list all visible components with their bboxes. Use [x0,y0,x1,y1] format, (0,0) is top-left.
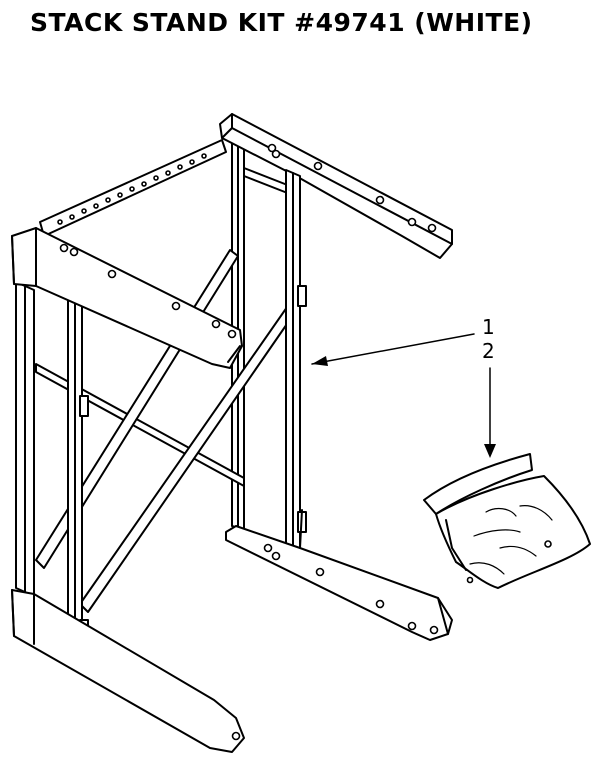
hardware-bag [423,453,591,589]
lower-right-foot [225,509,453,641]
diagram-title: STACK STAND KIT #49741 (WHITE) [30,8,533,37]
upper-left-bracket [11,227,243,369]
callout-label-1: 1 [482,315,495,339]
upper-right-bracket [219,113,453,259]
callout-label-2: 2 [482,339,495,363]
callout-leader-1 [311,333,475,366]
rail-holes [57,153,207,225]
callout-leader-2 [484,367,496,458]
front-left-outer-post [15,281,35,597]
front-right-post [285,169,307,557]
rear-cross-brace [243,167,291,195]
back-perforated-rail [39,139,227,237]
lower-left-foot [11,589,245,753]
front-left-inner-post [67,299,89,641]
